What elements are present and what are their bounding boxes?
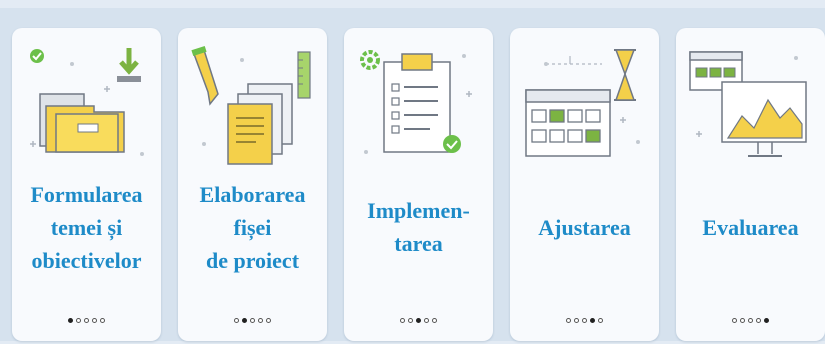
page-dot [732, 318, 737, 323]
documents-icon [191, 45, 311, 165]
page-dot [424, 318, 429, 323]
page-indicator [12, 318, 161, 323]
clipboard-checklist-icon [360, 50, 472, 154]
step-card-implementarea[interactable]: Implemen- tarea [344, 28, 493, 341]
page-dot [432, 318, 437, 323]
page-dot [740, 318, 745, 323]
page-dot [574, 318, 579, 323]
step-title: Implemen- tarea [367, 198, 470, 256]
page-dot [68, 318, 73, 323]
page-dot [408, 318, 413, 323]
page-dot [266, 318, 271, 323]
page-dot [400, 318, 405, 323]
calendar-hourglass-icon [525, 49, 640, 157]
folder-icon [30, 48, 144, 156]
page-dot [92, 318, 97, 323]
page-dot [748, 318, 753, 323]
page-dot [76, 318, 81, 323]
process-strip: Formularea temei și obiectivelor Elabora… [0, 8, 825, 341]
page-dot [84, 318, 89, 323]
step-title: Ajustarea [538, 215, 631, 240]
step-card-elaborarea[interactable]: Elaborarea fișei de proiect [178, 28, 327, 341]
step-card-evaluarea[interactable]: Evaluarea [676, 28, 825, 341]
step-title: Formularea temei și obiectivelor [30, 182, 143, 273]
page-indicator [178, 318, 327, 323]
page-dot [582, 318, 587, 323]
page-indicator [510, 318, 659, 323]
page-dot [258, 318, 263, 323]
step-card-formularea[interactable]: Formularea temei și obiectivelor [12, 28, 161, 341]
step-title: Evaluarea [702, 215, 799, 240]
page-dot [242, 318, 247, 323]
monitor-chart-icon [689, 51, 807, 157]
page-indicator [676, 318, 825, 323]
page-dot [416, 318, 421, 323]
page-dot [590, 318, 595, 323]
page-dot [764, 318, 769, 323]
page-dot [756, 318, 761, 323]
page-dot [598, 318, 603, 323]
page-dot [250, 318, 255, 323]
page-dot [234, 318, 239, 323]
step-title: Elaborarea fișei de proiect [199, 182, 306, 273]
step-card-ajustarea[interactable]: Ajustarea [510, 28, 659, 341]
page-indicator [344, 318, 493, 323]
page-dot [566, 318, 571, 323]
page-dot [100, 318, 105, 323]
